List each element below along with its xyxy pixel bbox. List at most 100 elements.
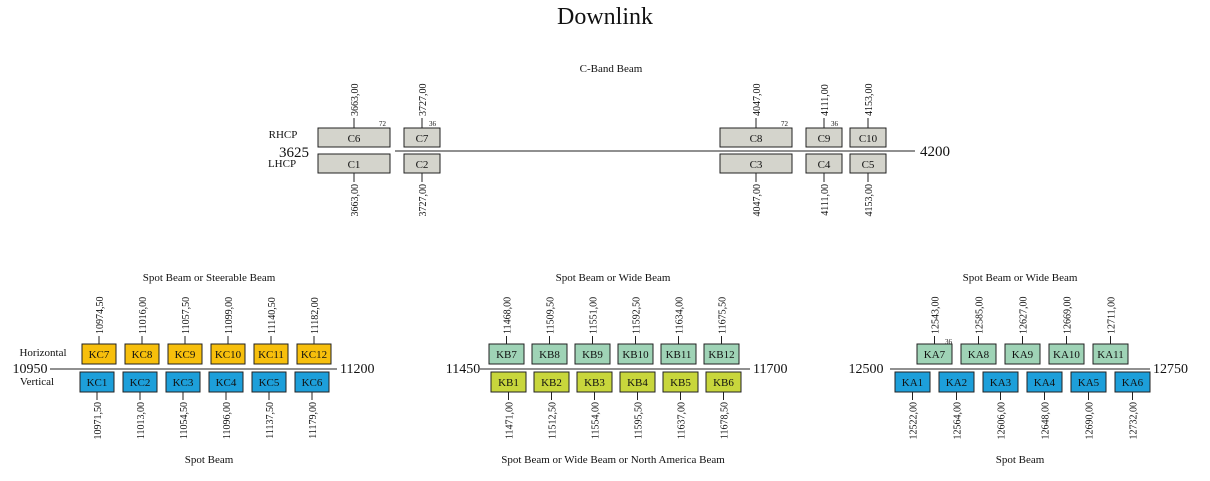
c-band-top-channel-label: C6	[348, 133, 361, 145]
ka_band-bottom-freq: 12648,00	[1041, 402, 1052, 440]
kc_band-end: 11200	[340, 362, 374, 377]
kb_band-top-freq: 11468,00	[503, 297, 514, 334]
kc_band-bottom-freq: 10971,50	[93, 402, 104, 440]
kb_band-bottom-freq: 11471,00	[505, 402, 516, 439]
kb_band-bottom-channel-label: KB6	[713, 377, 734, 389]
kc_band-top-freq: 11182,00	[310, 297, 321, 334]
c-band-bottom-freq: 4047,00	[752, 184, 763, 217]
kc_band-bottom-freq: 11137,50	[265, 402, 276, 439]
kc_band-top-label: Spot Beam or Steerable Beam	[143, 272, 276, 284]
ka_band-end: 12750	[1153, 362, 1188, 377]
kb_band-top-label: Spot Beam or Wide Beam	[556, 272, 671, 284]
kc_band-top-channel-label: KC7	[89, 349, 110, 361]
c-band-bottom-freq: 4111,00	[820, 184, 831, 216]
ka_band-top-freq: 12669,00	[1063, 297, 1074, 335]
kb_band-top-channel-label: KB10	[622, 349, 649, 361]
kc_band-bottom-channel-label: KC3	[173, 377, 194, 389]
ka_band-bottom-freq: 12522,00	[909, 402, 920, 440]
kc_band-start: 10950	[13, 362, 48, 377]
c-band-bottom-channel-label: C2	[416, 159, 429, 171]
kb_band-top-freq: 11675,50	[718, 297, 729, 334]
kc_band-top-freq: 11016,00	[138, 297, 149, 334]
ka_band-bottom-label: Spot Beam	[996, 454, 1045, 466]
kb_band-bottom-channel-label: KB5	[670, 377, 691, 389]
kc_band-bottom-channel-label: KC6	[302, 377, 323, 389]
ka_band-bottom-channel-label: KA5	[1078, 377, 1100, 389]
c-band-top-bandwidth: 36	[831, 120, 839, 128]
kb_band-start: 11450	[446, 362, 480, 377]
kc_band-top-freq: 11099,00	[224, 297, 235, 334]
c-band-top-freq: 3663,00	[350, 84, 361, 117]
ka_band-top-channel-label: KA7	[924, 349, 946, 361]
ka_band-bottom-channel-label: KA6	[1122, 377, 1144, 389]
ka_band-top-bandwidth: 36	[945, 338, 953, 346]
ka_band-bottom-channel-label: KA3	[990, 377, 1012, 389]
kc_band-bottom-channel-label: KC2	[130, 377, 151, 389]
kc_band-bottom-pol: Vertical	[20, 376, 54, 388]
kb_band-bottom-freq: 11554,00	[591, 402, 602, 439]
kc_band-bottom-freq: 11179,00	[308, 402, 319, 439]
kc_band-top-channel-label: KC11	[258, 349, 284, 361]
kc_band-top-channel-label: KC10	[215, 349, 242, 361]
c-band-bottom-freq: 3727,00	[418, 184, 429, 217]
kc_band-top-freq: 11057,50	[181, 297, 192, 334]
c-band-top-freq: 3727,00	[418, 84, 429, 117]
kc_band-top-pol: Horizontal	[19, 347, 66, 359]
ka_band-top-freq: 12627,00	[1019, 297, 1030, 335]
ka_band-top-freq: 12543,00	[931, 297, 942, 335]
ka_band-top-channel-label: KA9	[1012, 349, 1034, 361]
c-band-bottom-channel-label: C4	[818, 159, 831, 171]
kb_band-bottom-channel-label: KB2	[541, 377, 562, 389]
kc_band-bottom-freq: 11013,00	[136, 402, 147, 439]
kb_band-bottom-channel-label: KB4	[627, 377, 648, 389]
kb_band-top-freq: 11551,00	[589, 297, 600, 334]
kb_band-bottom-channel-label: KB3	[584, 377, 605, 389]
c-band-top-channel-label: C7	[416, 133, 429, 145]
ka_band-bottom-channel-label: KA1	[902, 377, 923, 389]
kb_band-bottom-freq: 11678,50	[720, 402, 731, 439]
ka_band-start: 12500	[849, 362, 884, 377]
kc_band-top-channel-label: KC8	[132, 349, 153, 361]
c-band-top-channel-label: C10	[859, 133, 878, 145]
c-band-bottom-pol: LHCP	[268, 158, 296, 170]
kb_band-bottom-freq: 11512,50	[548, 402, 559, 439]
c-band-label: C-Band Beam	[580, 63, 643, 75]
kc_band-bottom-freq: 11096,00	[222, 402, 233, 439]
c-band-end: 4200	[920, 144, 950, 160]
kb_band-top-freq: 11509,50	[546, 297, 557, 334]
kb_band-top-channel-label: KB11	[666, 349, 692, 361]
kb_band-top-channel-label: KB8	[539, 349, 560, 361]
ka_band-bottom-freq: 12606,00	[997, 402, 1008, 440]
kc_band-top-freq: 11140,50	[267, 297, 278, 334]
ka_band-top-channel-label: KA8	[968, 349, 990, 361]
kb_band-top-freq: 11592,50	[632, 297, 643, 334]
c-band-bottom-freq: 3663,00	[350, 184, 361, 217]
c-band-top-channel-label: C8	[750, 133, 763, 145]
kb_band-top-channel-label: KB7	[496, 349, 517, 361]
kc_band-bottom-label: Spot Beam	[185, 454, 234, 466]
kc_band-top-channel-label: KC9	[175, 349, 196, 361]
ka_band-top-channel-label: KA11	[1097, 349, 1123, 361]
c-band-top-pol: RHCP	[269, 129, 298, 141]
kb_band-top-freq: 11634,00	[675, 297, 686, 334]
kb_band-bottom-freq: 11595,50	[634, 402, 645, 439]
kb_band-bottom-freq: 11637,00	[677, 402, 688, 439]
kc_band-bottom-channel-label: KC5	[259, 377, 280, 389]
c-band-bottom-freq: 4153,00	[864, 184, 875, 217]
diagram-title: Downlink	[557, 4, 653, 30]
kc_band-top-channel-label: KC12	[301, 349, 327, 361]
ka_band-top-channel-label: KA10	[1053, 349, 1080, 361]
kc_band-top-freq: 10974,50	[95, 297, 106, 335]
kb_band-bottom-channel-label: KB1	[498, 377, 519, 389]
kb_band-bottom-label: Spot Beam or Wide Beam or North America …	[501, 454, 725, 466]
c-band-top-freq: 4153,00	[864, 84, 875, 117]
kb_band-top-channel-label: KB9	[582, 349, 603, 361]
c-band-top-bandwidth: 72	[781, 120, 789, 128]
c-band-top-freq: 4047,00	[752, 84, 763, 117]
c-band-bottom-channel-label: C5	[862, 159, 875, 171]
kc_band-bottom-channel-label: KC4	[216, 377, 237, 389]
c-band-start: 3625	[279, 145, 309, 161]
c-band-top-channel-label: C9	[818, 133, 831, 145]
